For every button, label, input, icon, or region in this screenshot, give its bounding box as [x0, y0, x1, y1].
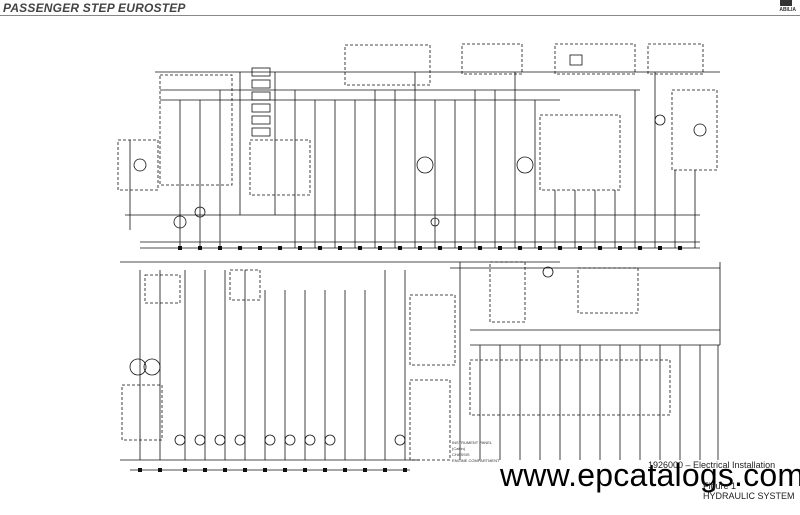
brand-logo-text: ABILIA: [779, 7, 796, 13]
figure-label: Figure 1: [703, 481, 737, 491]
header-divider: [0, 15, 800, 16]
legend-item: CHASSIS: [452, 452, 470, 457]
diagram-legend: INSTRUMENT PANEL (Cabin) CHASSIS ENGINE …: [452, 440, 499, 464]
system-label: HYDRAULIC SYSTEM: [703, 491, 795, 501]
legend-item: (Cabin): [452, 446, 466, 451]
brand-logo-icon: [780, 0, 792, 6]
watermark-url: www.epcatalogs.com: [500, 457, 800, 493]
legend-item: INSTRUMENT PANEL: [452, 440, 493, 445]
legend-item: ENGINE COMPARTMENT: [452, 458, 500, 463]
document-header: PASSENGER STEP EUROSTEP ABILIA: [0, 0, 800, 18]
drawing-number-caption: 1926000 – Electrical Installation: [648, 460, 776, 470]
document-title: PASSENGER STEP EUROSTEP: [3, 1, 186, 15]
